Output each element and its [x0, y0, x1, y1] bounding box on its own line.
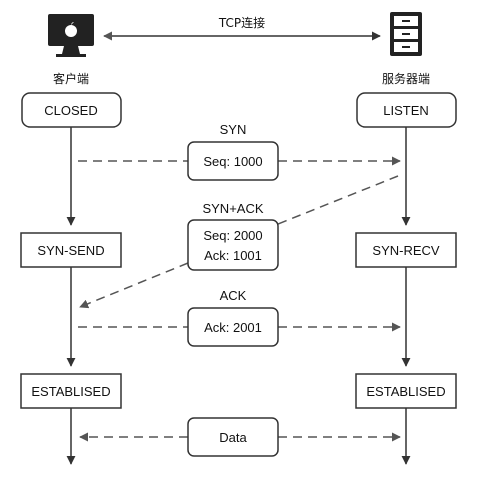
client-state-closed: CLOSED	[21, 92, 122, 128]
client-state-syn-send-label: SYN-SEND	[37, 243, 104, 258]
server-state-listen: LISTEN	[356, 92, 457, 128]
server-state-syn-recv-label: SYN-RECV	[372, 243, 440, 258]
syn-seq: Seq: 1000	[203, 154, 262, 169]
tcp-connection-label: TCP连接	[218, 15, 265, 30]
client-state-syn-send: SYN-SEND	[20, 232, 122, 268]
ack-ack: Ack: 2001	[204, 320, 262, 335]
syn-title: SYN	[220, 122, 247, 137]
client-label: 客户端	[53, 71, 89, 86]
syn-message: SYN Seq: 1000	[78, 122, 401, 181]
server-state-established-label: ESTABLISED	[366, 384, 445, 399]
syn-ack-ack: Ack: 1001	[204, 248, 262, 263]
syn-ack-arrow-upper	[277, 175, 399, 225]
client-state-established-label: ESTABLISED	[31, 384, 110, 399]
computer-icon	[48, 14, 94, 57]
syn-ack-title: SYN+ACK	[202, 201, 263, 216]
server-state-listen-label: LISTEN	[383, 103, 429, 118]
syn-ack-box	[187, 219, 279, 271]
client-state-closed-label: CLOSED	[44, 103, 97, 118]
syn-ack-message: SYN+ACK Seq: 2000 Ack: 1001	[79, 175, 399, 309]
ack-title: ACK	[220, 288, 247, 303]
syn-box	[187, 141, 279, 181]
data-box	[187, 417, 279, 457]
server-state-syn-recv: SYN-RECV	[355, 232, 457, 268]
server-state-established: ESTABLISED	[355, 373, 457, 409]
data-label: Data	[219, 430, 247, 445]
client-state-established: ESTABLISED	[20, 373, 122, 409]
server-cabinet-icon	[390, 12, 422, 56]
ack-box	[187, 307, 279, 347]
syn-ack-arrow-lower	[79, 262, 189, 309]
syn-ack-seq: Seq: 2000	[203, 228, 262, 243]
server-label: 服务器端	[382, 71, 430, 86]
data-message: Data	[79, 417, 401, 457]
ack-message: ACK Ack: 2001	[78, 288, 401, 347]
